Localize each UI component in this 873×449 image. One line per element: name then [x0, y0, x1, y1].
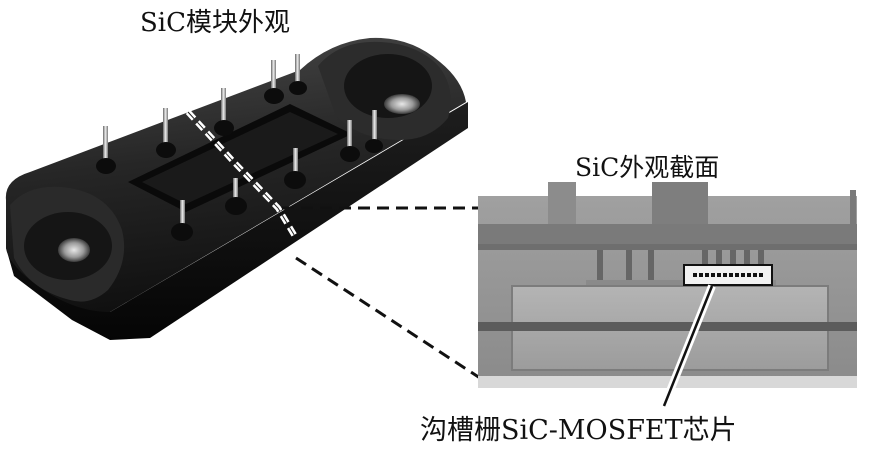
- terminal-pin: [96, 126, 116, 174]
- terminal-post: [850, 190, 856, 230]
- cross-section-image: [478, 182, 857, 388]
- substrate-layer: [478, 322, 857, 331]
- left-nut-icon: [58, 238, 90, 262]
- module-title: SiC模块外观: [140, 8, 291, 38]
- terminal-pin: [156, 108, 176, 158]
- bond-legs: [597, 250, 764, 284]
- chip-highlight-box: [683, 264, 773, 286]
- terminal-pin: [289, 54, 307, 95]
- top-plate: [478, 224, 857, 246]
- terminal-post: [652, 182, 708, 226]
- section-cut-line-edge: [187, 111, 297, 239]
- chip-label: 沟槽栅SiC-MOSFET芯片: [420, 415, 737, 446]
- terminal-pin: [365, 110, 383, 153]
- cross-section-title: SiC外观截面: [575, 153, 720, 182]
- solder-layer: [586, 280, 776, 286]
- leader-line: [662, 285, 714, 407]
- right-nut-icon: [384, 94, 420, 114]
- terminal-pin: [214, 88, 234, 136]
- terminal-post: [548, 182, 576, 228]
- terminal-pin: [225, 178, 247, 215]
- terminal-pin: [284, 148, 306, 189]
- top-plate-edge: [478, 244, 857, 250]
- terminal-pins: [96, 54, 383, 241]
- terminal-pin: [264, 60, 284, 104]
- terminal-pin: [340, 120, 360, 162]
- cross-section-reflection: [478, 376, 857, 388]
- module-window-inner: [142, 112, 338, 204]
- projection-lines: [282, 206, 481, 380]
- sic-module: [5, 37, 468, 340]
- terminal-pin: [171, 200, 193, 241]
